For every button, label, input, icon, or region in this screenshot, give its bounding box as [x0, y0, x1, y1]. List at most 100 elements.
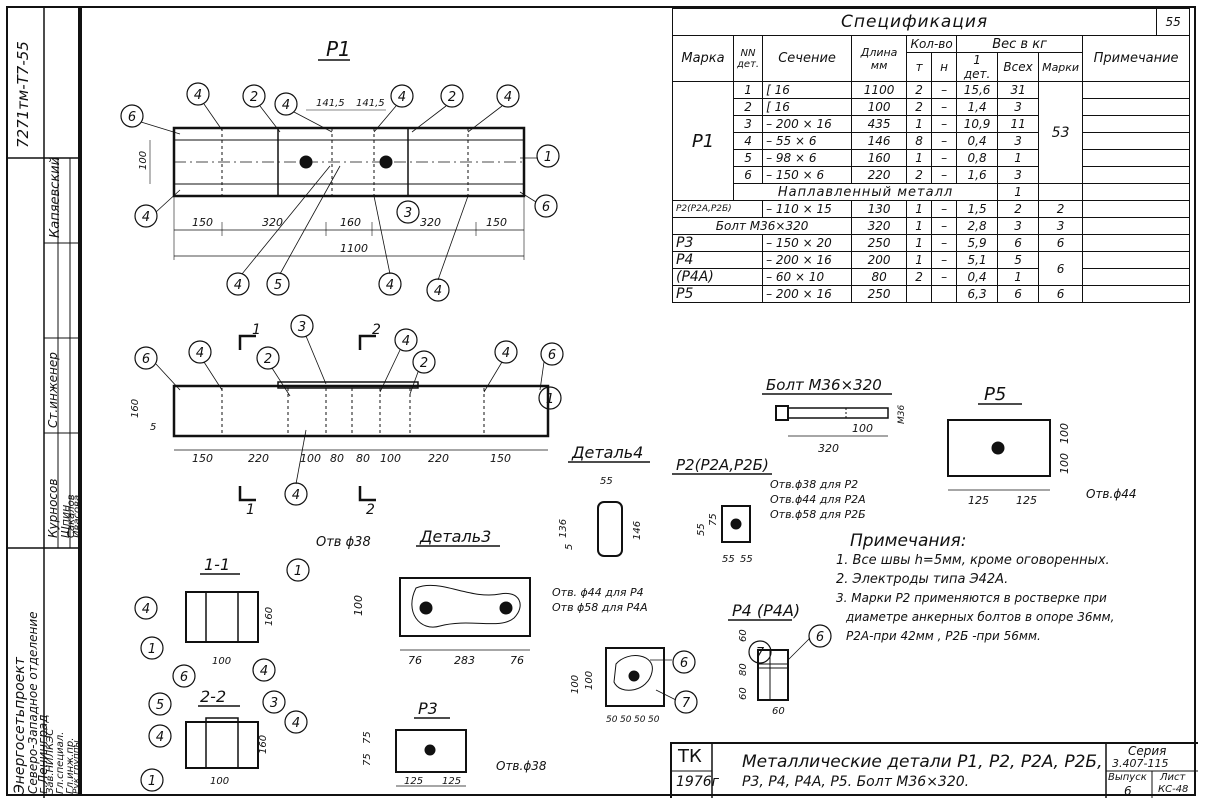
callout-label: 6: [180, 670, 188, 685]
callout-label: 1: [294, 564, 302, 579]
callout-label: 4: [386, 278, 394, 293]
callouts: [120, 82, 832, 792]
note-item: Р2А-при 42мм , Р2Б -при 56мм.: [846, 629, 1041, 643]
dim: 1100: [340, 242, 368, 255]
callout-label: 7: [682, 696, 691, 711]
s22-title: 2-2: [200, 687, 226, 706]
sheet-number: 55: [1156, 8, 1191, 36]
dim: 100: [352, 595, 365, 616]
title-block-grid: [672, 744, 1198, 798]
p4-note: Отв. ϕ44 для Р4: [552, 586, 644, 599]
cell: 15,6: [956, 81, 999, 99]
dim: 5: [150, 422, 156, 433]
cell: – 98 × 6: [762, 149, 853, 167]
cell: – 150 × 20: [762, 234, 853, 252]
p2-plate: [721, 505, 751, 543]
p1-title: Р1: [326, 37, 351, 61]
note-item: 3. Марки Р2 применяются в ростверке при: [836, 591, 1107, 605]
callout-label: 3: [404, 206, 412, 221]
dim: 220: [248, 452, 269, 465]
dim: 100: [852, 422, 873, 435]
p2-note: Отв.ϕ44 для Р2А: [770, 493, 866, 506]
callout-label: 5: [156, 698, 164, 713]
note-item: 1. Все швы h=5мм, кроме оговоренных.: [836, 553, 1110, 568]
drawing-title-2: Р3, Р4, Р4А, Р5. Болт М36×320.: [742, 774, 970, 790]
table-row: Р4 – 200 × 16 200 1 – 5,1 5 6: [671, 251, 1191, 286]
callout-label: 1: [546, 392, 554, 407]
dim: 141,5: [316, 98, 345, 109]
cell: 5,9: [956, 234, 999, 252]
callout-label: 4: [142, 602, 150, 617]
title-year: 1976г: [676, 774, 719, 790]
p4-note: Отв ϕ58 для Р4А: [552, 601, 648, 614]
dim: 60: [772, 706, 785, 717]
dim: 320: [420, 216, 441, 229]
callout-label: 6: [542, 200, 550, 215]
section-mark: 2: [366, 502, 375, 518]
dim: 160: [340, 216, 361, 229]
p2-title: Р2(Р2А,Р2Б): [676, 456, 769, 474]
dim: 160: [130, 399, 141, 418]
callout-label: 1: [544, 150, 552, 165]
cell: – 200 × 16: [762, 285, 853, 303]
sheet-value: КС-48: [1158, 784, 1189, 795]
callout-label: 4: [502, 346, 510, 361]
hdr-section: Сечение: [762, 35, 853, 82]
callout-label: 4: [156, 730, 164, 745]
callout-label: 2: [264, 352, 272, 367]
dim: 125: [968, 494, 989, 507]
callout-label: 4: [504, 90, 512, 105]
p4-plate: [757, 649, 789, 701]
hdr-note: Примечание: [1082, 35, 1191, 82]
dim: 320: [818, 442, 839, 455]
p4-hole-plate: [605, 647, 665, 707]
dim: 220: [428, 452, 449, 465]
bolt-m36: [775, 405, 889, 437]
dim: 76: [510, 654, 524, 667]
leader-lines: [140, 103, 811, 701]
cell: 3: [997, 166, 1040, 184]
dim: 100: [570, 675, 581, 694]
hdr-w-all: Всех: [997, 52, 1040, 82]
p2-note: Отв.ϕ38 для Р2: [770, 478, 858, 491]
cell: 11: [997, 115, 1040, 133]
dim: 100: [1058, 453, 1071, 474]
cell: [1082, 285, 1191, 303]
dim: 5: [564, 544, 575, 550]
title-block: ТК 1976г Металлические детали Р1, Р2, Р2…: [670, 742, 1198, 798]
cell: Р5: [671, 285, 764, 303]
left-stamp: 7271тм-Т7-55 Энергосетьпроект Северо-Зап…: [6, 6, 83, 798]
callout-label: 2: [250, 90, 258, 105]
p4-title: Р4 (Р4А): [732, 601, 800, 620]
sheet-label: Лист: [1160, 772, 1186, 783]
series-label: Серия: [1128, 744, 1167, 758]
callout-label: 6: [128, 110, 136, 125]
callout-label: 1: [148, 774, 156, 789]
p5-plate: [947, 419, 1051, 491]
det3-title: Деталь3: [419, 527, 491, 546]
dim: 150: [192, 452, 213, 465]
table-row: 5 – 98 × 6 160 1 – 0,8 1: [673, 149, 1191, 167]
cell: 80: [851, 268, 908, 286]
callout-label: 6: [680, 656, 688, 671]
table-row: Болт М36×320 320 1 – 2,8 3 3: [671, 217, 1191, 235]
dim: 75: [362, 753, 373, 766]
dim: М36: [897, 405, 907, 424]
dim: 141,5: [356, 98, 385, 109]
callout-label: 4: [398, 90, 406, 105]
section-1-1: [185, 591, 259, 643]
p1-side-view: [172, 381, 550, 451]
callout-label: 4: [142, 210, 150, 225]
dim: 100: [380, 452, 401, 465]
section-marks: [238, 334, 376, 502]
table-row: Р5 – 200 × 16 250 6,3 6 6: [671, 285, 1191, 303]
dim: 75: [362, 731, 373, 744]
callout-label: 7: [756, 646, 765, 661]
section-mark: 1: [246, 502, 255, 518]
dim: 80: [738, 663, 749, 676]
callout-label: 6: [142, 352, 150, 367]
callout-label: 4: [402, 334, 410, 349]
dim: 100: [584, 671, 595, 690]
dim: 55: [740, 554, 753, 565]
cell: 53: [1038, 81, 1084, 184]
